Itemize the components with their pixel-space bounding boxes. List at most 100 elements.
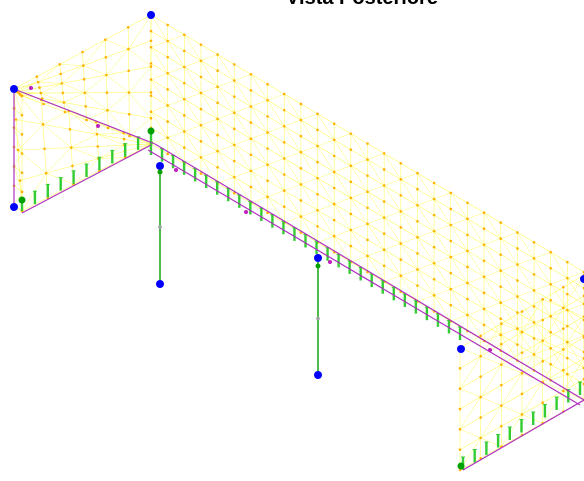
roof-slope-main-node: [349, 212, 353, 216]
gable-wall-left-diagonal: [42, 110, 69, 125]
roof-slope-main-diagonal: [217, 80, 235, 87]
roof-slope-main-diagonal: [533, 322, 551, 349]
roof-slope-main-node: [516, 263, 519, 266]
roof-slope-main-diagonal: [550, 341, 568, 349]
roof-slope-main-diagonal: [500, 232, 518, 239]
roof-slope-main-diagonal: [483, 212, 501, 239]
wall-panel-right-diagonal: [521, 340, 543, 374]
wall-panel-right-diagonal: [459, 429, 481, 439]
roof-slope-main-node: [566, 276, 569, 280]
roof-slope-main-node: [449, 239, 453, 243]
roof-slope-main-node: [566, 372, 569, 376]
roof-slope-main-node: [332, 202, 336, 206]
roof-slope-main-diagonal: [450, 224, 468, 252]
roof-slope-main-diagonal: [167, 40, 185, 68]
roof-slope-left-node: [59, 72, 63, 76]
roof-slope-main-node: [382, 248, 386, 252]
roof-slope-main-diagonal: [267, 93, 285, 101]
roof-slope-main-node: [416, 268, 419, 271]
wall-panel-right-diagonal: [542, 340, 564, 350]
roof-slope-main-node: [449, 287, 453, 291]
roof-slope-main-node: [199, 75, 203, 79]
roof-slope-main-node: [183, 33, 186, 37]
roof-slope-main-diagonal: [334, 133, 351, 141]
roof-slope-main-diagonal: [150, 111, 168, 138]
roof-slope-main-node: [332, 154, 336, 158]
roof-slope-left-diagonal: [107, 92, 130, 111]
roof-slope-main-node: [299, 199, 303, 202]
roof-slope-main-node: [266, 211, 269, 215]
roof-slope-left-node: [149, 65, 153, 68]
roof-slope-left-node: [61, 91, 65, 95]
wall-panel-right-node: [562, 285, 565, 289]
roof-slope-main-diagonal: [533, 290, 551, 317]
roof-slope-left-node: [106, 109, 109, 112]
view-title: Vista Posteriore: [70, 0, 584, 10]
roof-slope-main-diagonal: [400, 179, 418, 206]
wall-panel-right-node: [500, 363, 503, 366]
gable-wall-left-node: [18, 179, 22, 182]
roof-slope-main-diagonal: [483, 244, 501, 271]
roof-slope-main-diagonal: [433, 263, 451, 290]
roof-slope-main-node: [332, 234, 336, 238]
roof-slope-main-diagonal: [167, 98, 185, 106]
roof-slope-main-diagonal: [300, 113, 318, 121]
roof-slope-main-node: [399, 258, 403, 261]
roof-slope-main-node: [432, 197, 436, 201]
roof-slope-left-node: [104, 56, 108, 59]
gable-wall-left-diagonal: [42, 124, 72, 148]
roof-slope-main-node: [249, 73, 253, 76]
gable-wall-left-gridline: [19, 143, 152, 181]
edge-spring-supports: [20, 129, 582, 470]
restraint-node-icon: [156, 280, 164, 288]
roof-slope-main-diagonal: [350, 165, 368, 192]
roof-slope-main-node: [466, 201, 469, 205]
roof-slope-main-diagonal: [533, 258, 551, 285]
spring-support-icon: [457, 462, 465, 470]
wall-panel-right-diagonal: [521, 331, 543, 341]
roof-slope-main-diagonal: [550, 252, 568, 279]
roof-slope-main-node: [532, 337, 536, 340]
roof-slope-main-diagonal: [450, 250, 468, 258]
roof-slope-main-diagonal: [467, 250, 485, 277]
roof-slope-main-diagonal: [333, 171, 352, 199]
roof-slope-left-node: [81, 50, 84, 54]
frame-beam-main: [154, 143, 584, 401]
roof-slope-left-gridline: [127, 27, 130, 137]
gable-edge-left-node: [20, 190, 24, 194]
roof-slope-main-diagonal: [267, 158, 285, 165]
roof-slope-main-node: [266, 163, 269, 166]
wall-panel-right-diagonal: [563, 316, 584, 350]
roof-slope-main-node: [282, 205, 286, 208]
roof-slope-main-node: [532, 353, 536, 356]
roof-slope-main-diagonal: [384, 275, 401, 283]
roof-slope-main-node: [382, 168, 386, 171]
roof-slope-main-diagonal: [517, 354, 535, 361]
roof-slope-main-node: [432, 213, 436, 217]
roof-slope-main-node: [266, 131, 269, 134]
roof-slope-main-node: [349, 196, 353, 200]
wall-panel-right-node: [479, 395, 482, 399]
spring-support-icon: [18, 196, 26, 204]
roof-slope-left-diagonal: [84, 92, 108, 111]
roof-slope-main-diagonal: [433, 231, 451, 258]
roof-slope-main-node: [449, 223, 453, 227]
roof-slope-main-node: [282, 189, 286, 192]
wall-panel-right-diagonal: [501, 323, 523, 333]
roof-slope-main-node: [499, 221, 503, 224]
roof-slope-left-diagonal: [38, 64, 60, 83]
roof-slope-main-diagonal: [517, 290, 535, 297]
restraint-node-icon: [314, 254, 322, 262]
roof-slope-main-node: [266, 82, 269, 86]
frame-node: [96, 124, 100, 128]
roof-slope-main-node: [416, 203, 419, 207]
wall-panel-right-node: [458, 428, 462, 431]
roof-slope-main-diagonal: [483, 276, 501, 303]
roof-slope-main-diagonal: [400, 269, 418, 276]
roof-slope-main-node: [366, 222, 369, 226]
roof-slope-main-diagonal: [517, 264, 535, 291]
roof-slope-main-node: [532, 241, 536, 244]
roof-slope-left-diagonal: [17, 81, 39, 93]
roof-slope-main-node: [366, 142, 369, 145]
